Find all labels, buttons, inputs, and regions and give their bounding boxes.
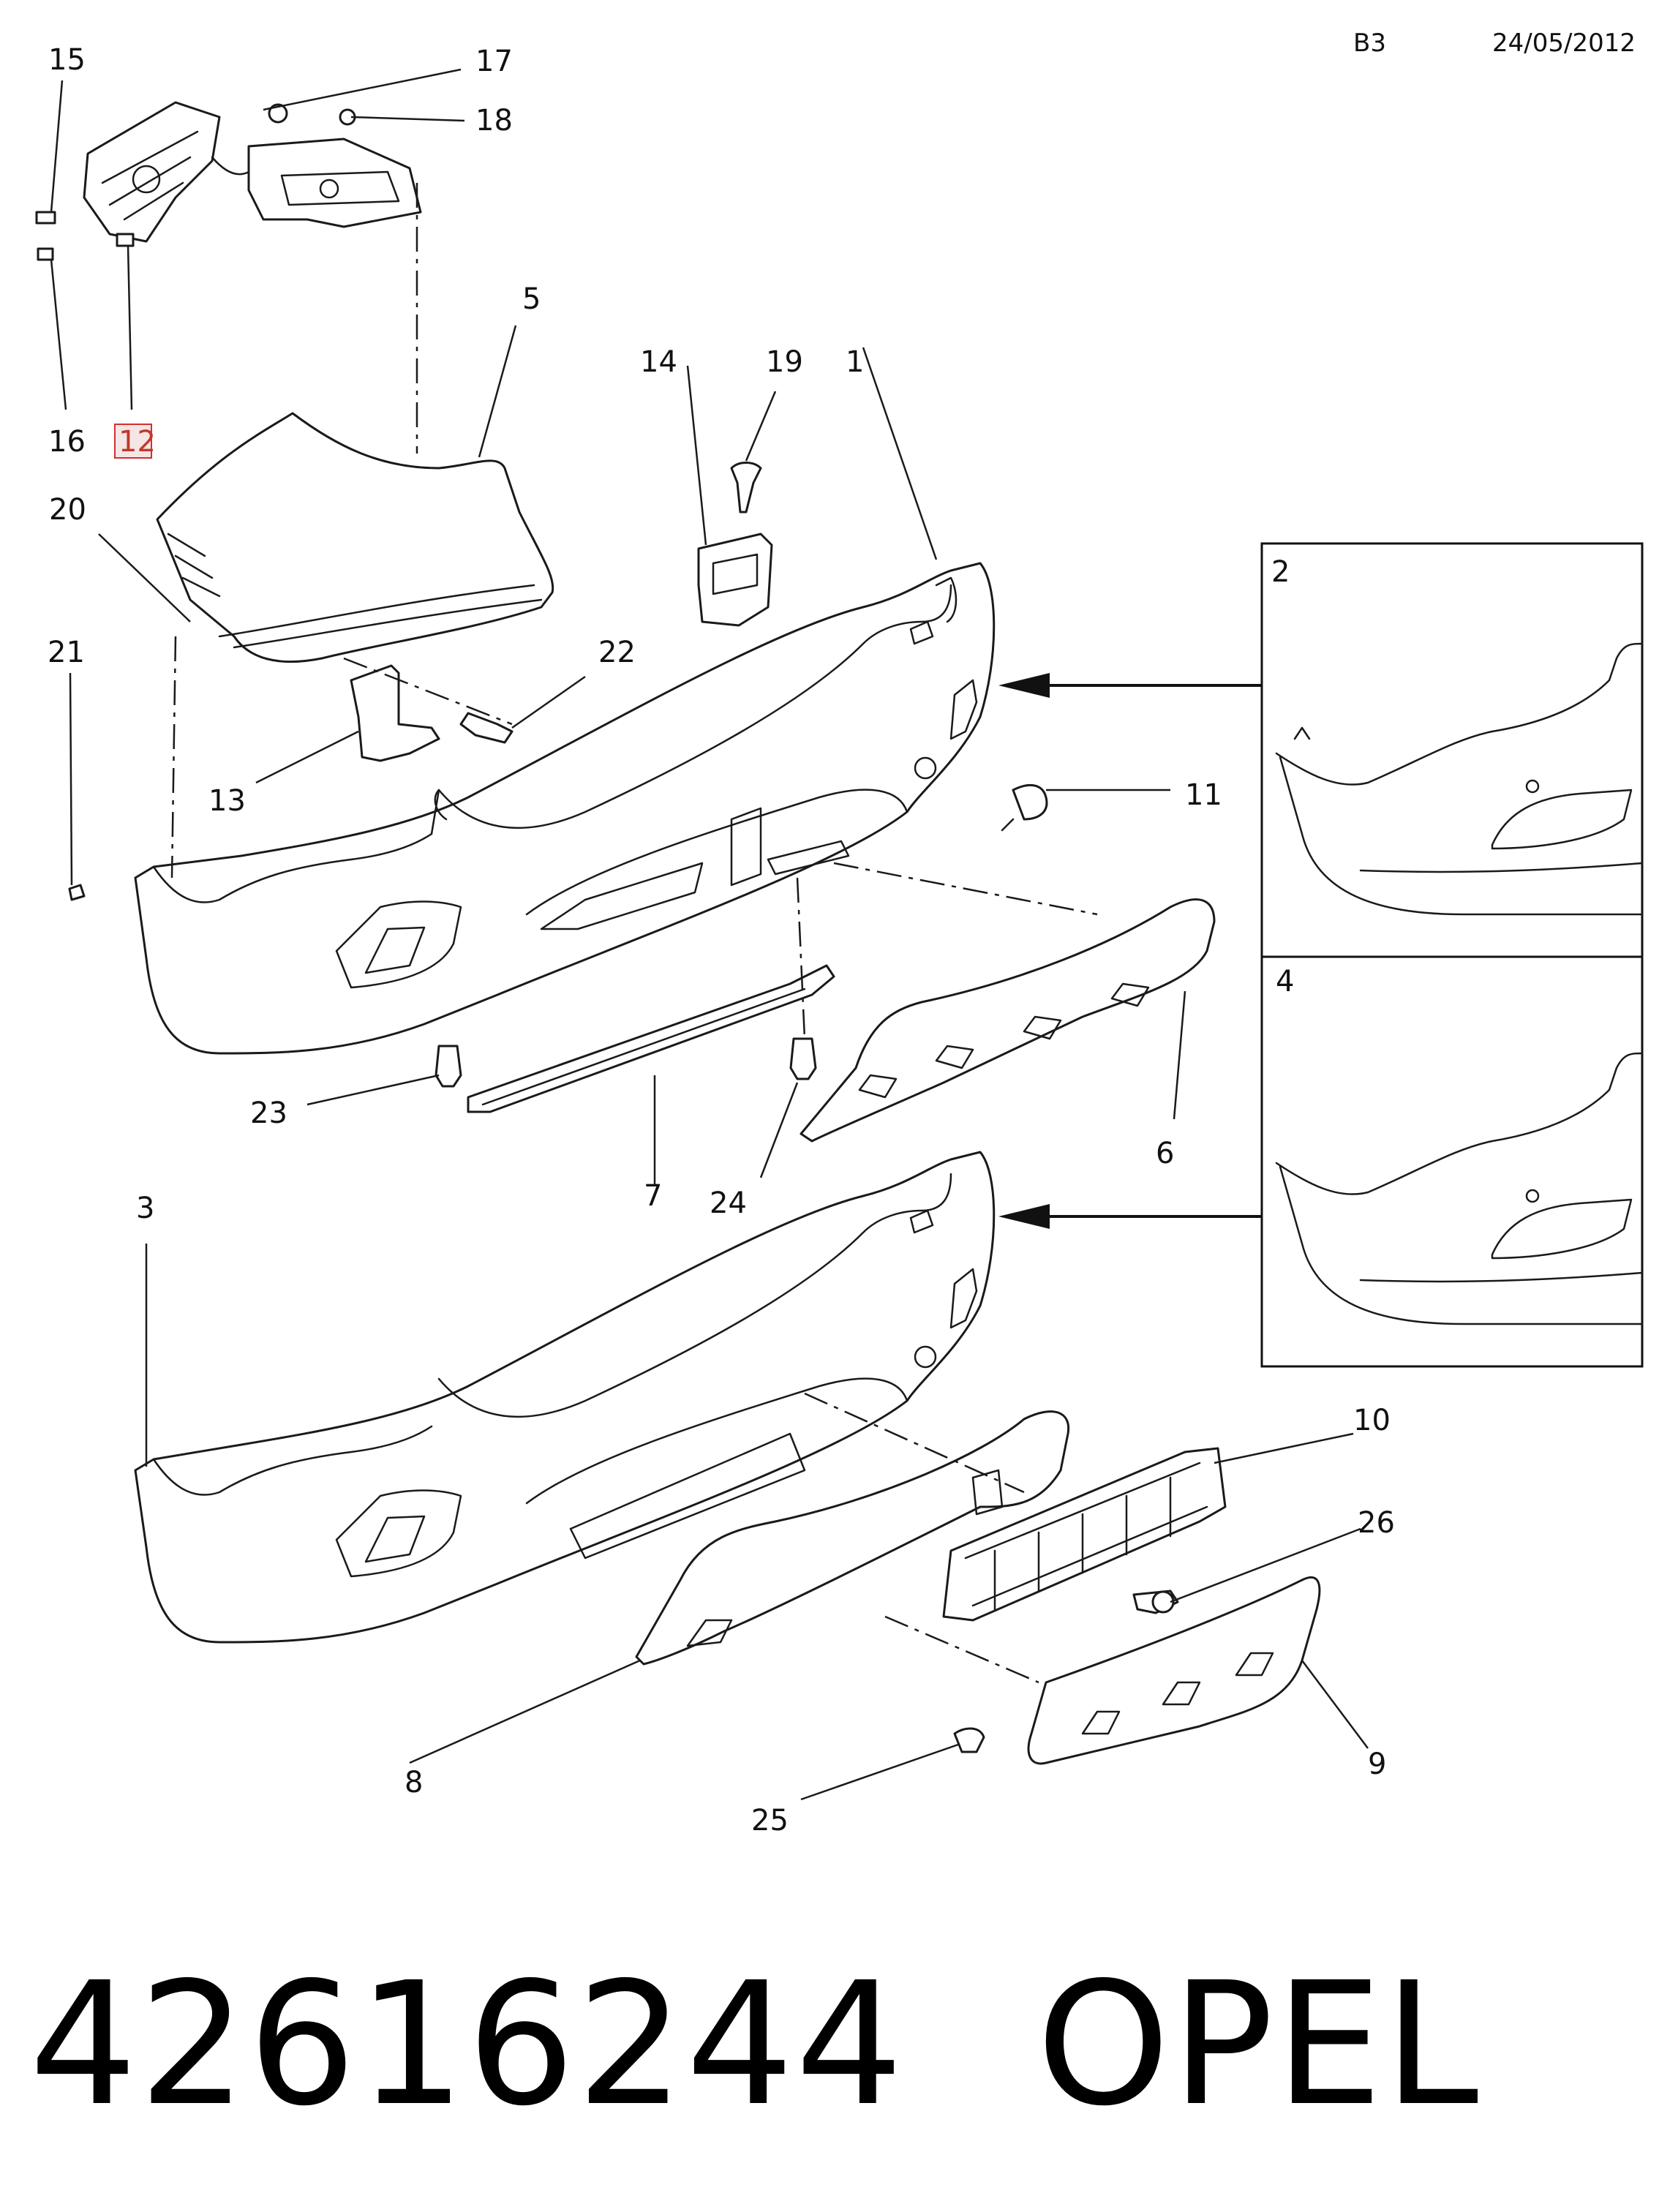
callout-18: 18: [475, 104, 513, 138]
callout-16: 16: [48, 425, 86, 459]
callout-25: 25: [751, 1804, 789, 1837]
callout-15: 15: [48, 43, 86, 77]
fasteners-set-1: [68, 783, 1048, 1088]
inset-arrows: [998, 673, 1262, 1229]
callout-1: 1: [846, 345, 864, 379]
callout-8: 8: [405, 1766, 423, 1799]
callout-11: 11: [1185, 778, 1222, 812]
inset-frame-2: [1260, 542, 1644, 958]
callout-26: 26: [1358, 1506, 1395, 1540]
part-number: 42616244: [29, 1946, 905, 2143]
mounting-bracket-part: [697, 462, 773, 627]
side-bracket-part: [350, 664, 514, 762]
callout-7: 7: [644, 1179, 662, 1213]
callout-4: 4: [1276, 965, 1294, 998]
callout-2: 2: [1271, 555, 1290, 589]
callout-9: 9: [1368, 1748, 1386, 1781]
inset-frame-4: [1260, 955, 1644, 1368]
rear-bumper-lower-variant: [134, 1151, 996, 1644]
alignment-lines: [170, 183, 1098, 1684]
callout-13: 13: [208, 784, 246, 818]
inset-bumper-2: [1275, 642, 1644, 916]
callout-21: 21: [48, 636, 85, 669]
callout-numbers: 15 17 18 16 12 5 14 19 1 20 21 22 13 11 …: [48, 43, 1395, 1837]
callout-20: 20: [49, 493, 86, 527]
sheet-date: 24/05/2012: [1492, 29, 1636, 58]
callout-5: 5: [522, 282, 541, 316]
callout-19: 19: [766, 345, 803, 379]
mounting-frame-part: [942, 1447, 1227, 1622]
bumper-corner-part: [156, 412, 554, 663]
callout-12: 12: [118, 425, 156, 459]
leader-lines: [50, 68, 1369, 1801]
callout-23: 23: [250, 1096, 287, 1130]
lower-trim-variant: [635, 1410, 1070, 1666]
lower-skid-trim: [800, 898, 1216, 1143]
callout-6: 6: [1156, 1137, 1174, 1170]
sensor-bracket-assembly: [35, 101, 422, 261]
callout-14: 14: [640, 345, 677, 379]
rear-bumper-upper: [134, 562, 996, 1055]
lower-cover-plate: [953, 1576, 1321, 1765]
callout-12-highlight: [114, 424, 152, 459]
inset-bumper-4: [1275, 1052, 1644, 1325]
callout-10: 10: [1353, 1404, 1391, 1437]
callout-22: 22: [598, 636, 636, 669]
callout-17: 17: [475, 45, 513, 78]
callout-3: 3: [136, 1192, 154, 1225]
lower-reinforcement-strip: [467, 964, 835, 1113]
brand-name: OPEL: [1036, 1946, 1481, 2143]
callout-24: 24: [710, 1186, 747, 1220]
part-number-footer: 42616244 OPEL: [29, 1920, 1480, 2169]
sheet-code: B3: [1353, 29, 1386, 58]
